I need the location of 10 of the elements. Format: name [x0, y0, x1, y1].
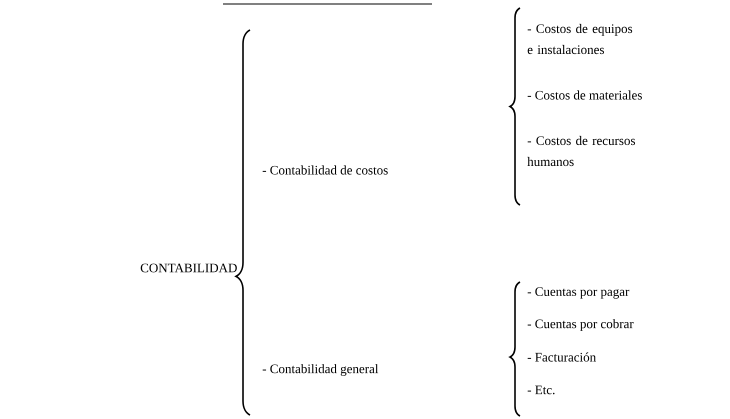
heading-label: CONTABILIDAD: [140, 264, 237, 272]
list-item: - Costos de equipos e instalaciones: [528, 24, 632, 54]
list-item: - Etc.: [528, 386, 554, 394]
list-item: - Costos de materiales: [528, 90, 642, 100]
list-item: - Costos de recursos humanos: [527, 136, 636, 166]
list-item: - Cuentas por pagar: [528, 287, 630, 299]
category-label: - Contabilidad de costos: [262, 165, 388, 175]
list-item: - Facturación: [528, 352, 596, 362]
category-label: - Contabilidad general: [262, 364, 378, 376]
list-item: - Cuentas por cobrar: [528, 319, 634, 331]
